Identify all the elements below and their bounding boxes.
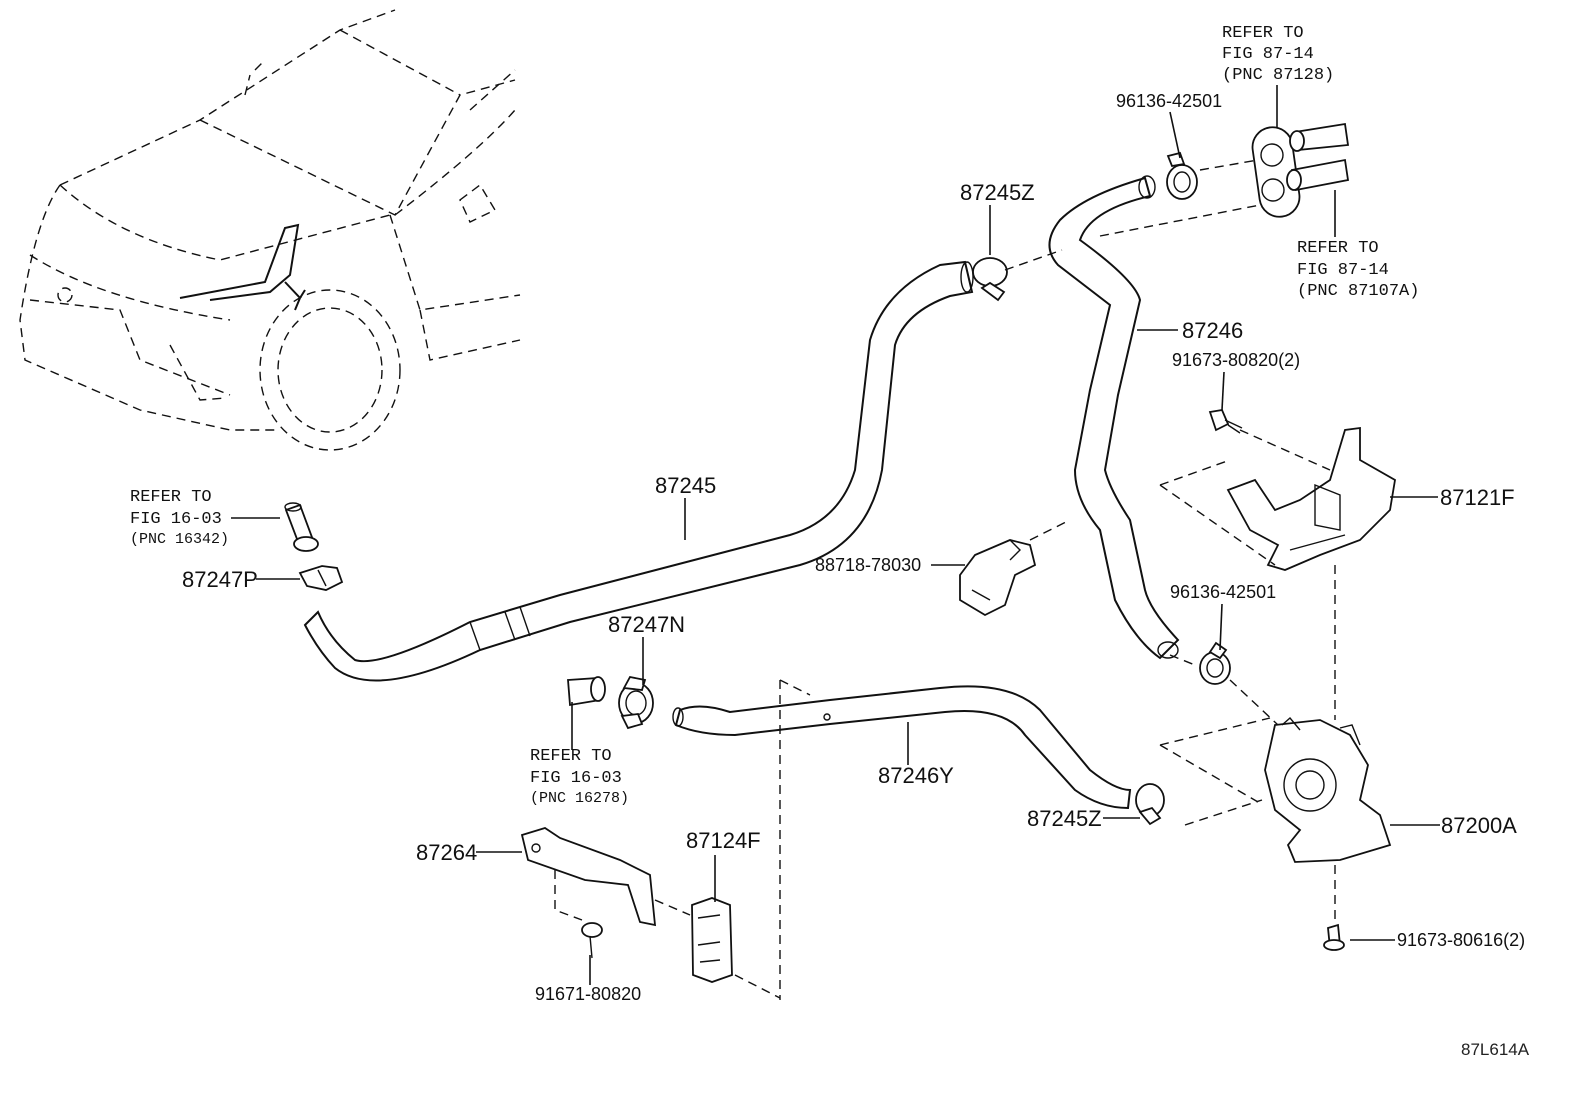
- ref-top-1-line1: REFER TO: [1222, 24, 1304, 43]
- assembly-lines: [554, 159, 1336, 1000]
- bracket-87124f: [691, 897, 733, 983]
- label-88718-78030: 88718-78030: [815, 555, 921, 575]
- water-pump-87200a: [1264, 717, 1392, 863]
- label-87247p: 87247P: [182, 567, 258, 592]
- bracket-87121f: [1226, 426, 1396, 571]
- bolt-91671-80820: [581, 922, 603, 959]
- ref-top-2-line3: (PNC 87107A): [1297, 282, 1419, 301]
- part-labels: 87245 87245Z 87246 87247P 87247N 87246Y …: [182, 91, 1525, 1004]
- label-91671-80820: 91671-80820: [535, 984, 641, 1004]
- label-87246: 87246: [1182, 318, 1243, 343]
- label-87245: 87245: [655, 473, 716, 498]
- leader-lines: [231, 85, 1440, 985]
- label-87200a: 87200A: [1441, 813, 1517, 838]
- clamp-87245z-bottom: [1135, 783, 1165, 826]
- label-87245z-top: 87245Z: [960, 180, 1035, 205]
- ref-bottom-line3: (PNC 16278): [530, 790, 629, 807]
- bolt-91673-80616: [1323, 923, 1345, 951]
- label-96136-42501-top: 96136-42501: [1116, 91, 1222, 111]
- hose-87245: [303, 260, 974, 682]
- bolt-91673-80820: [1208, 408, 1243, 434]
- clamp-87247p: [298, 565, 344, 591]
- ref-bottom-line2: FIG 16-03: [530, 769, 622, 788]
- label-91673-80820: 91673-80820(2): [1172, 350, 1300, 370]
- pipe-16342: [284, 502, 319, 552]
- figure-code: 87L614A: [1461, 1040, 1530, 1059]
- refer-to-bottom-16278: REFER TO FIG 16-03 (PNC 16278): [530, 747, 629, 807]
- label-87246y: 87246Y: [878, 763, 954, 788]
- ref-top-1-line2: FIG 87-14: [1222, 45, 1314, 64]
- ref-top-2-line1: REFER TO: [1297, 239, 1379, 258]
- label-87247n: 87247N: [608, 612, 685, 637]
- ref-bottom-line1: REFER TO: [530, 747, 612, 766]
- clamp-96136-42501-mid: [1199, 641, 1231, 685]
- label-87264: 87264: [416, 840, 477, 865]
- vehicle-outline-illustration: [19, 9, 521, 451]
- label-87121f: 87121F: [1440, 485, 1515, 510]
- pipes-87107a: [1286, 122, 1350, 192]
- bracket-87264: [520, 827, 657, 927]
- ref-left-line1: REFER TO: [130, 488, 212, 507]
- refer-to-top-87107a: REFER TO FIG 87-14 (PNC 87107A): [1297, 239, 1419, 301]
- clamp-96136-42501-top: [1166, 151, 1198, 200]
- label-87245z-bottom: 87245Z: [1027, 806, 1102, 831]
- ref-top-2-line2: FIG 87-14: [1297, 261, 1389, 280]
- ref-top-1-line3: (PNC 87128): [1222, 66, 1334, 85]
- label-96136-42501-mid: 96136-42501: [1170, 582, 1276, 602]
- refer-to-top-87128: REFER TO FIG 87-14 (PNC 87128): [1222, 24, 1334, 85]
- pipe-16278: [567, 676, 606, 707]
- hose-87246y: [672, 685, 1132, 810]
- sensor-88718-78030: [959, 539, 1037, 617]
- ref-left-line2: FIG 16-03: [130, 510, 222, 529]
- hose-87246: [1048, 175, 1180, 660]
- label-87124f: 87124F: [686, 828, 761, 853]
- ref-left-line3: (PNC 16342): [130, 531, 229, 548]
- clamp-87247n: [618, 675, 654, 730]
- clamp-87245z-top: [972, 257, 1008, 302]
- label-91673-80616: 91673-80616(2): [1397, 930, 1525, 950]
- refer-to-left-16342: REFER TO FIG 16-03 (PNC 16342): [130, 488, 229, 548]
